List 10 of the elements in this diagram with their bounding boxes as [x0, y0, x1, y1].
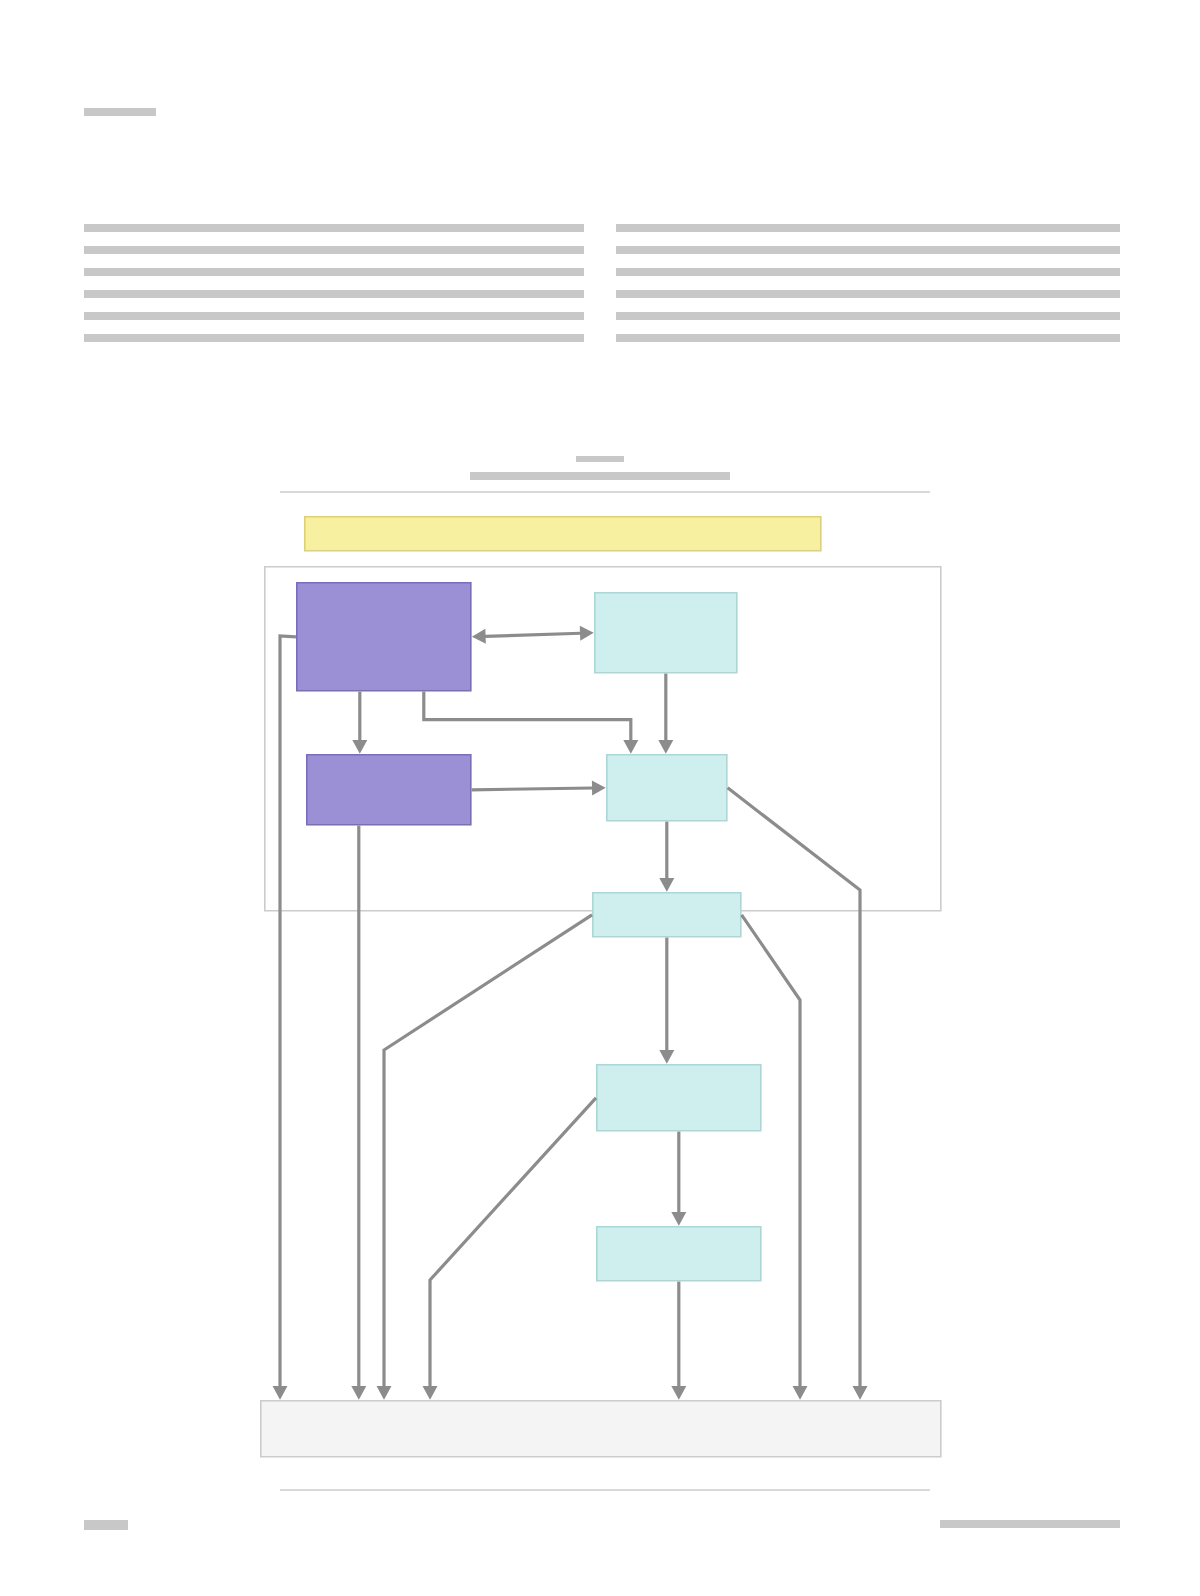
- process-box: [606, 754, 728, 822]
- process-box: [592, 892, 742, 938]
- group-frame: [264, 566, 942, 912]
- process-box: [594, 592, 738, 674]
- process-box: [596, 1064, 762, 1132]
- banner: [304, 516, 822, 552]
- outcome-band: [260, 1400, 942, 1458]
- process-box: [296, 582, 472, 692]
- process-box: [596, 1226, 762, 1282]
- process-box: [306, 754, 472, 826]
